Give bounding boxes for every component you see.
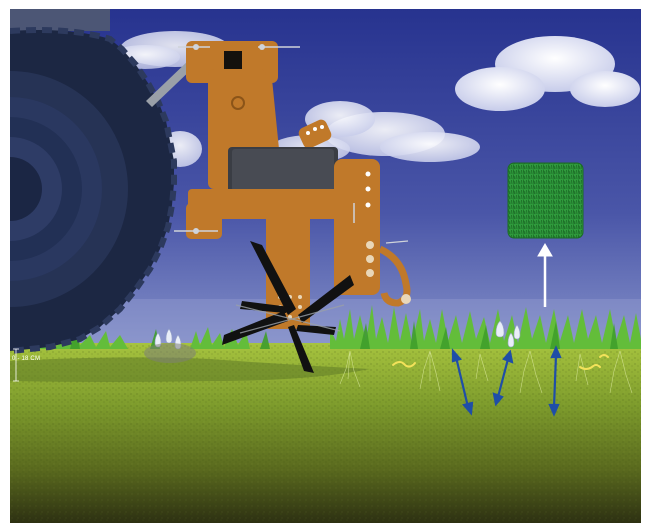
grass-patch-icon — [508, 163, 583, 238]
field-scene-svg — [10, 9, 641, 523]
depth-label: 0 - 18 CM — [12, 356, 40, 362]
illustration — [10, 9, 641, 523]
tilled-clod — [144, 343, 196, 363]
